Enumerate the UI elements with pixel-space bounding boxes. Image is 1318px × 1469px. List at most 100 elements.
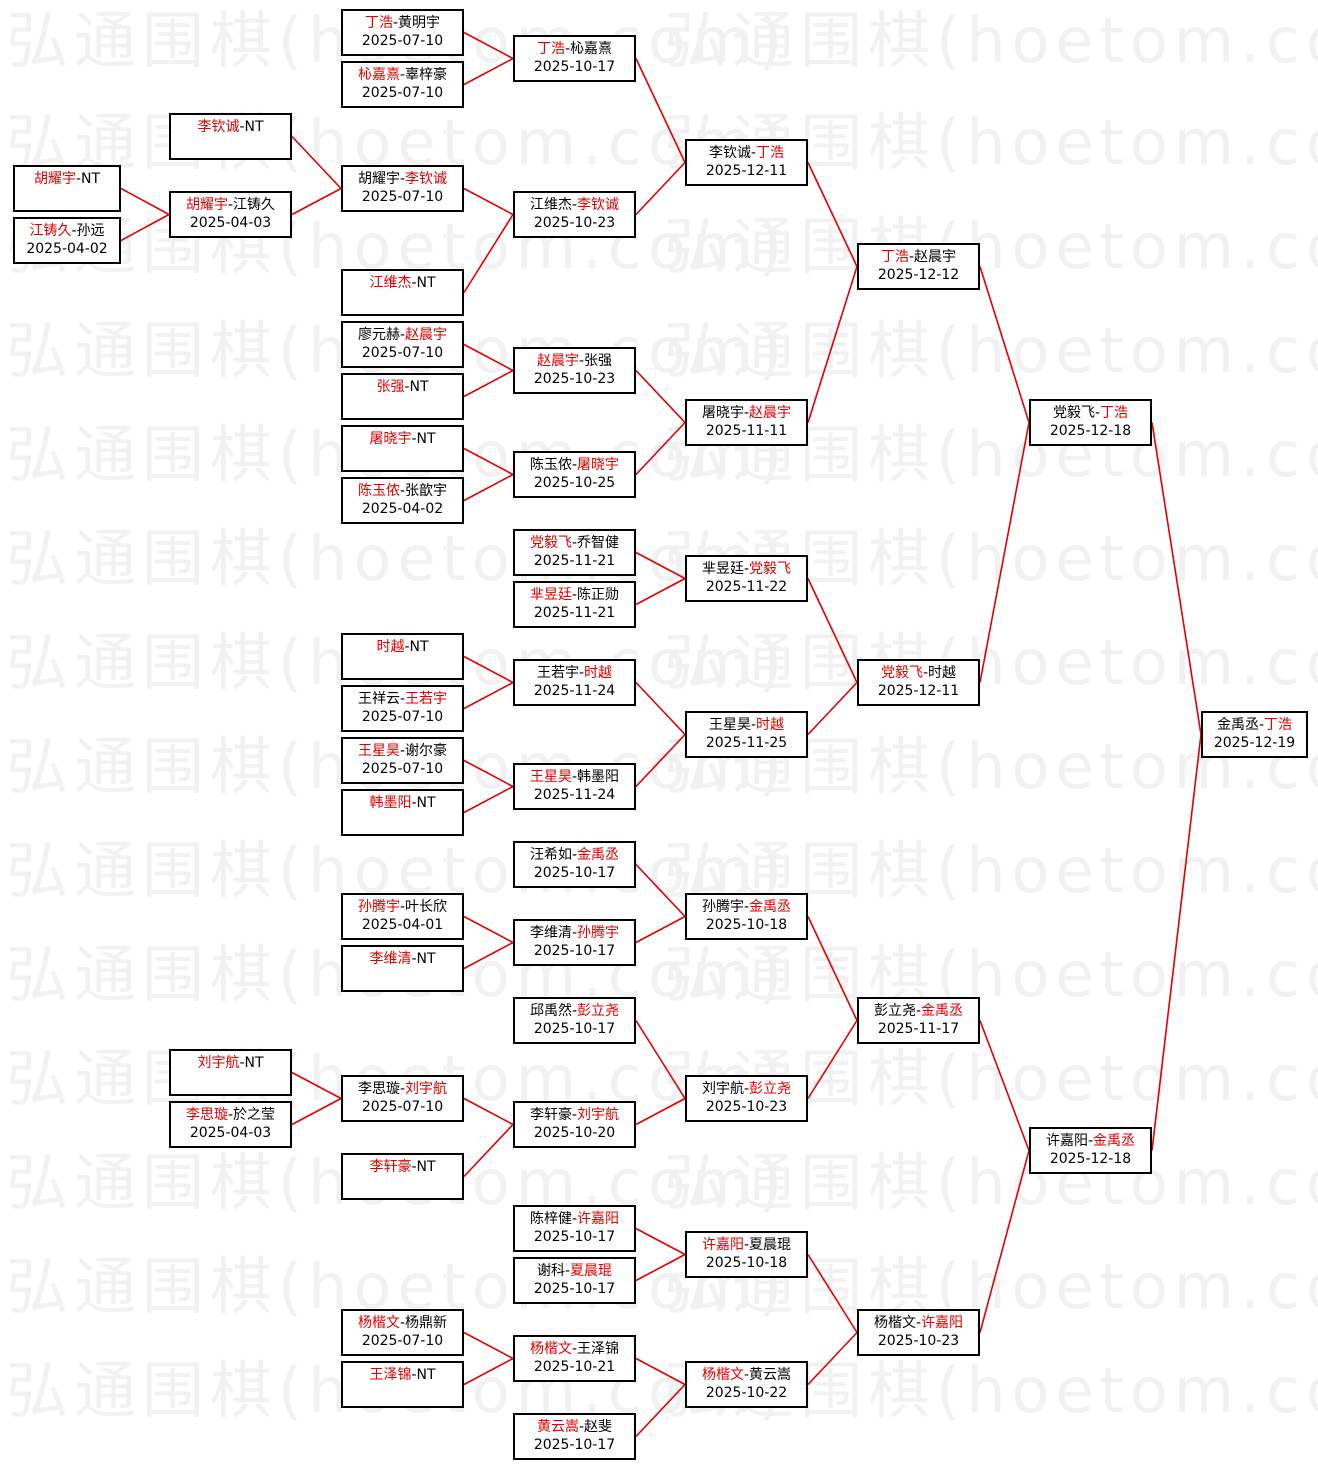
player-2-name: 赵晨宇 bbox=[749, 405, 792, 421]
connector-line bbox=[463, 214, 514, 293]
match-box[interactable]: 刘宇航-NT bbox=[169, 1049, 292, 1096]
match-players: 党毅飞-丁浩 bbox=[1031, 404, 1150, 422]
match-players: 刘宇航-彭立尧 bbox=[687, 1080, 806, 1098]
connector-line bbox=[463, 759, 514, 788]
match-box[interactable]: 胡耀宇-NT bbox=[13, 165, 121, 212]
player-1-name: 汪希如 bbox=[529, 847, 572, 863]
match-box[interactable]: 张强-NT bbox=[341, 373, 464, 420]
match-box[interactable]: 屠晓宇-NT bbox=[341, 425, 464, 472]
match-box[interactable]: 李轩豪-NT bbox=[341, 1153, 464, 1200]
separator: - bbox=[399, 743, 406, 759]
connector-line bbox=[463, 1331, 514, 1360]
match-box[interactable]: 时越-NT bbox=[341, 633, 464, 680]
match-date: 2025-10-21 bbox=[533, 1359, 616, 1375]
match-players: 李思璇-於之莹 bbox=[171, 1106, 290, 1124]
separator: - bbox=[75, 171, 82, 187]
separator: - bbox=[399, 1081, 406, 1097]
player-1-name: 杨楷文 bbox=[357, 1315, 400, 1331]
match-box[interactable]: 江维杰-NT bbox=[341, 269, 464, 316]
separator: - bbox=[915, 1003, 922, 1019]
player-1-name: 胡耀宇 bbox=[185, 197, 228, 213]
separator: - bbox=[239, 119, 245, 135]
connector-line bbox=[807, 1020, 858, 1099]
match-date bbox=[343, 1384, 462, 1402]
match-players: 王星昊-韩墨阳 bbox=[515, 768, 634, 786]
match-date: 2025-10-17 bbox=[533, 943, 616, 959]
separator: - bbox=[411, 795, 417, 811]
match-date bbox=[171, 136, 290, 154]
match-box[interactable]: 韩墨阳-NT bbox=[341, 789, 464, 836]
connector-line bbox=[979, 1150, 1030, 1333]
separator: - bbox=[399, 483, 406, 499]
match-players: 汪希如-金禹丞 bbox=[515, 846, 634, 864]
player-2-name: 黄明宇 bbox=[398, 15, 441, 31]
separator: - bbox=[915, 1315, 922, 1331]
player-1-name: 赵晨宇 bbox=[536, 353, 579, 369]
connector-line bbox=[635, 1253, 686, 1282]
match-players: 杨楷文-杨鼎新 bbox=[343, 1314, 462, 1332]
player-2-name: 黄云嵩 bbox=[749, 1367, 792, 1383]
player-1-name: 陈梓健 bbox=[529, 1211, 572, 1227]
player-2-name: NT bbox=[416, 1159, 436, 1175]
match-box[interactable]: 李钦诚-NT bbox=[169, 113, 292, 160]
player-1-name: 党毅飞 bbox=[1052, 405, 1095, 421]
separator: - bbox=[227, 197, 234, 213]
player-1-name: 党毅飞 bbox=[880, 665, 923, 681]
match-box[interactable]: 王泽锦-NT bbox=[341, 1361, 464, 1408]
separator: - bbox=[392, 15, 399, 31]
connector-line bbox=[291, 1097, 342, 1126]
connector-line bbox=[979, 266, 1030, 423]
player-2-name: 杺嘉熹 bbox=[570, 41, 613, 57]
player-1-name: 邱禹然 bbox=[529, 1003, 572, 1019]
connector-line bbox=[463, 1097, 514, 1126]
match-box[interactable]: 李维清-NT bbox=[341, 945, 464, 992]
player-1-name: 李维清 bbox=[369, 951, 412, 967]
match-players: 黄云嵩-赵斐 bbox=[515, 1418, 634, 1436]
player-2-name: 金禹丞 bbox=[921, 1003, 964, 1019]
